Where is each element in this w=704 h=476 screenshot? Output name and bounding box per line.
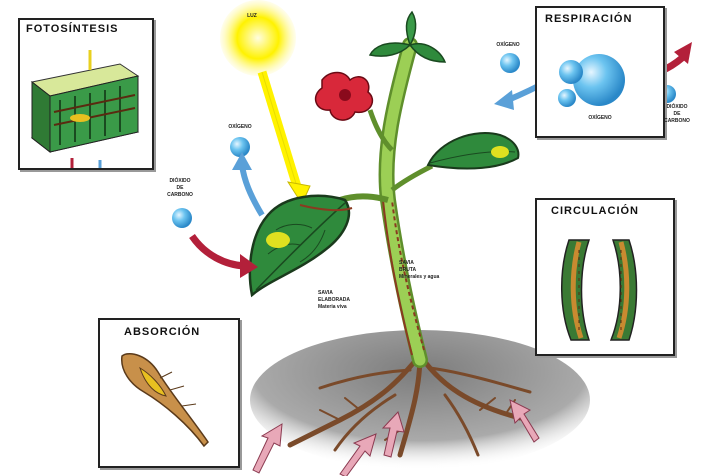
leaf-cross-section-illustration [20,20,152,168]
label-resp-oxigeno-in: OXÍGENO [488,42,528,48]
label-dioxido-left-1: DIÓXIDO [160,178,200,184]
label-dioxido-left-2: DE [160,185,200,191]
label-resp-dioxido-2: DE [660,111,694,117]
label-resp-dioxido-3: CARBONO [660,118,694,124]
label-oxigeno-top: OXÍGENO [220,124,260,130]
label-dioxido-left-3: CARBONO [160,192,200,198]
panel-respiracion: RESPIRACIÓN OXÍGENO [535,6,665,138]
panel-absorcion: ABSORCIÓN [98,318,240,468]
label-resp-dioxido-1: DIÓXIDO [660,104,694,110]
label-luz: LUZ [242,13,262,19]
label-savia-bruta-2: BRUTA [399,267,416,273]
co2-intake-arrow [192,236,245,266]
vessel-cross-section-illustration [537,200,673,354]
label-savia-bruta-1: SAVIA [399,260,414,266]
oxygen-release-arrow [242,165,262,215]
root-hair-illustration [100,320,238,466]
label-savia-elaborada-3: Materia viva [318,304,347,310]
label-resp-oxigeno-center: OXÍGENO [575,115,625,121]
flower [316,73,373,121]
panel-circulacion: CIRCULACIÓN [535,198,675,356]
panel-fotosintesis: FOTOSÍNTESIS [18,18,154,170]
sun-icon [220,0,296,76]
label-savia-elaborada-2: ELABORADA [318,297,350,303]
label-savia-bruta-3: Minerales y agua [399,274,439,280]
label-savia-elaborada-1: SAVIA [318,290,333,296]
co2-bubble [172,208,192,228]
oxygen-bubble [230,137,250,157]
